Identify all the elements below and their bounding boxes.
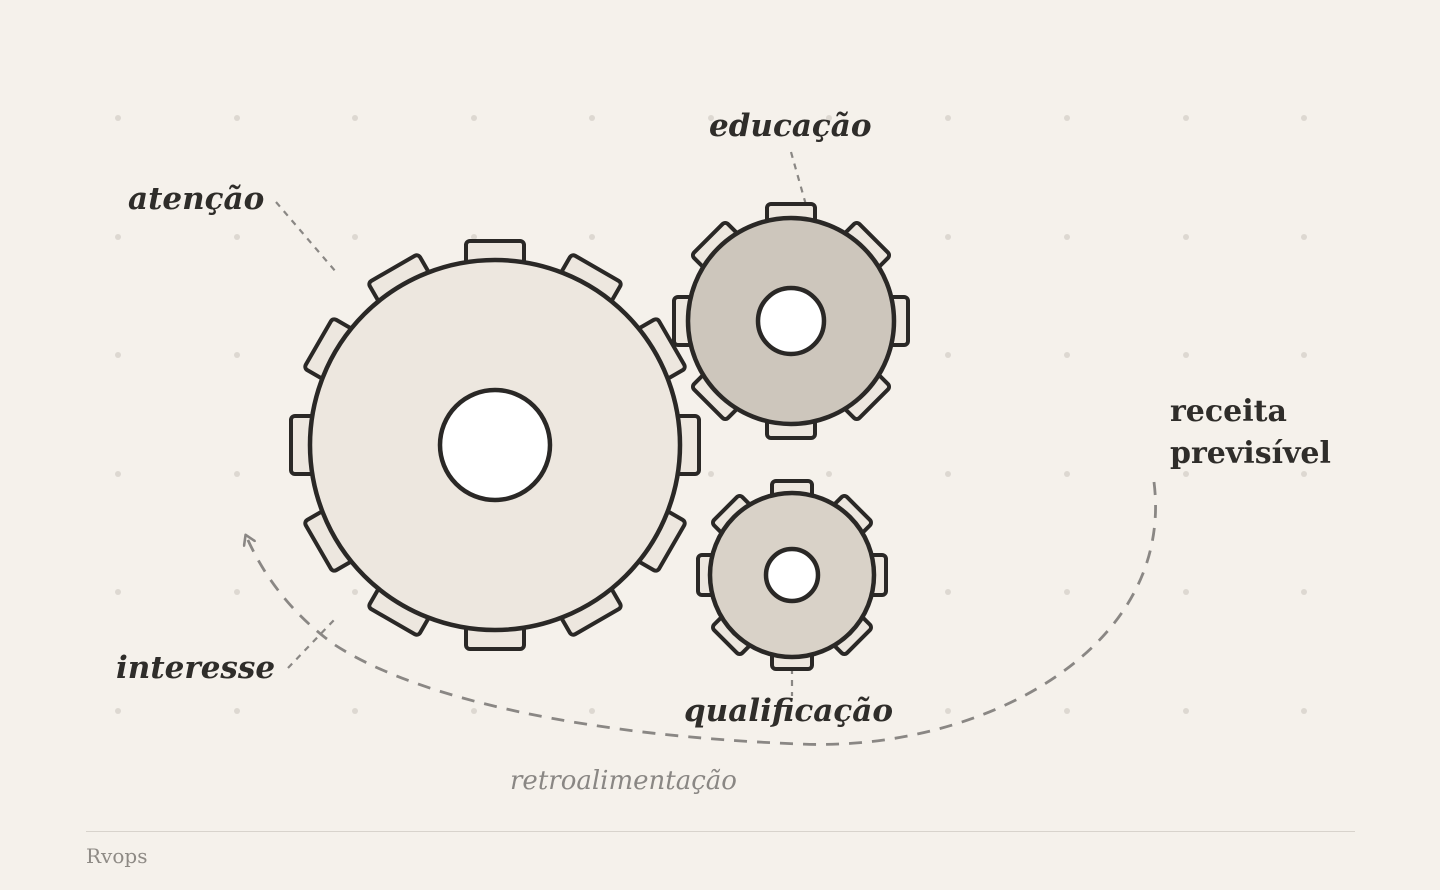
gear-hole (755, 285, 827, 357)
grid-dot (945, 471, 951, 477)
grid-dot (352, 708, 358, 714)
grid-dot (1183, 471, 1189, 477)
grid-dot (945, 352, 951, 358)
grid-dot (471, 234, 477, 240)
grid-dot (1064, 708, 1070, 714)
grid-dot (708, 708, 714, 714)
grid-dot (115, 234, 121, 240)
grid-dot (1183, 352, 1189, 358)
grid-dot (471, 708, 477, 714)
grid-dot (1064, 352, 1070, 358)
grid-dot (1301, 589, 1307, 595)
label-revenue-line1: receita (1170, 394, 1287, 429)
grid-dot (1064, 589, 1070, 595)
grid-dot (234, 115, 240, 121)
grid-dot (1301, 708, 1307, 714)
grid-dot (708, 471, 714, 477)
grid-dot (1183, 115, 1189, 121)
grid-dot (826, 471, 832, 477)
grid-dot (826, 708, 832, 714)
grid-dot (234, 589, 240, 595)
grid-dot (115, 708, 121, 714)
label-revenue-line2: previsível (1170, 436, 1331, 471)
grid-dot (115, 589, 121, 595)
gear-small-icon (696, 479, 888, 671)
grid-dot (1064, 115, 1070, 121)
feedback-arrow (247, 481, 1157, 746)
grid-dot (589, 115, 595, 121)
grid-dot (115, 352, 121, 358)
grid-dot (589, 234, 595, 240)
footer-divider (86, 831, 1355, 832)
grid-dot (708, 115, 714, 121)
grid-dot (1064, 471, 1070, 477)
gear-hole (437, 387, 553, 503)
label-attention: atenção (128, 181, 265, 217)
grid-dot (115, 115, 121, 121)
connector-attention (275, 201, 337, 273)
grid-dot (945, 589, 951, 595)
grid-dot (1301, 471, 1307, 477)
grid-dot (352, 234, 358, 240)
grid-dot (352, 589, 358, 595)
label-education: educação (709, 108, 872, 144)
grid-dot (234, 471, 240, 477)
label-qualification: qualificação (684, 693, 893, 729)
grid-dot (1183, 589, 1189, 595)
grid-dot (1183, 234, 1189, 240)
grid-dot (471, 115, 477, 121)
label-interest: interesse (116, 650, 276, 686)
gear-hole (763, 546, 821, 604)
grid-dot (945, 234, 951, 240)
connector-interest (287, 619, 335, 669)
grid-dot (234, 234, 240, 240)
grid-dot (1301, 115, 1307, 121)
grid-dot (1301, 352, 1307, 358)
grid-dot (234, 708, 240, 714)
grid-dot (1301, 234, 1307, 240)
grid-dot (826, 115, 832, 121)
gear-large-icon (289, 239, 701, 651)
gear-medium-icon (672, 202, 910, 440)
grid-dot (945, 115, 951, 121)
grid-dot (1064, 234, 1070, 240)
grid-dot (589, 708, 595, 714)
grid-dot (352, 115, 358, 121)
grid-dot (115, 471, 121, 477)
label-feedback: retroalimentação (510, 766, 737, 796)
grid-dot (945, 708, 951, 714)
footer-brand: Rvops (86, 844, 148, 868)
grid-dot (234, 352, 240, 358)
grid-dot (1183, 708, 1189, 714)
